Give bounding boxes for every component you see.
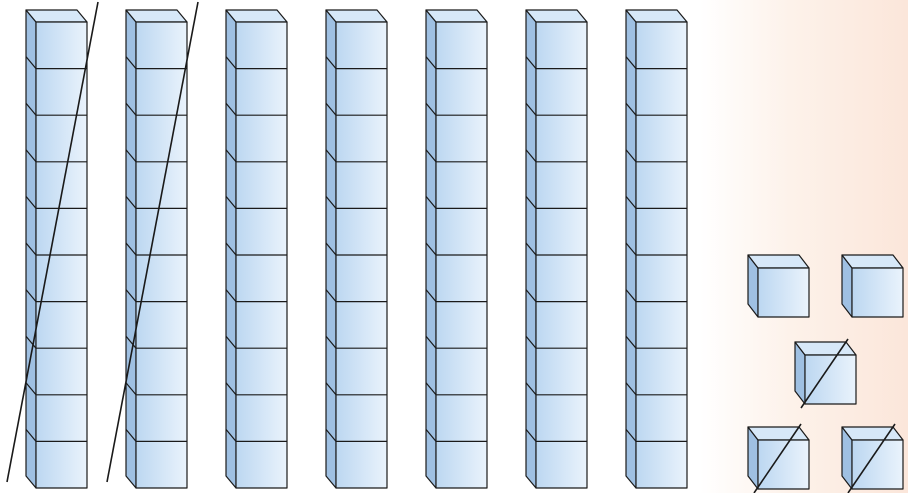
tens-rod	[626, 10, 687, 488]
tens-rods-group	[7, 2, 687, 488]
tens-rod	[107, 2, 198, 488]
tens-rod	[526, 10, 587, 488]
tens-rod	[226, 10, 287, 488]
ones-cubes-group	[748, 255, 903, 493]
ones-cube	[748, 424, 809, 493]
ones-cube	[748, 255, 809, 317]
tens-rod	[426, 10, 487, 488]
tens-rod	[326, 10, 387, 488]
ones-cube	[842, 255, 903, 317]
ones-cube	[842, 424, 903, 493]
ones-cube	[795, 339, 856, 408]
tens-rod	[7, 2, 98, 488]
